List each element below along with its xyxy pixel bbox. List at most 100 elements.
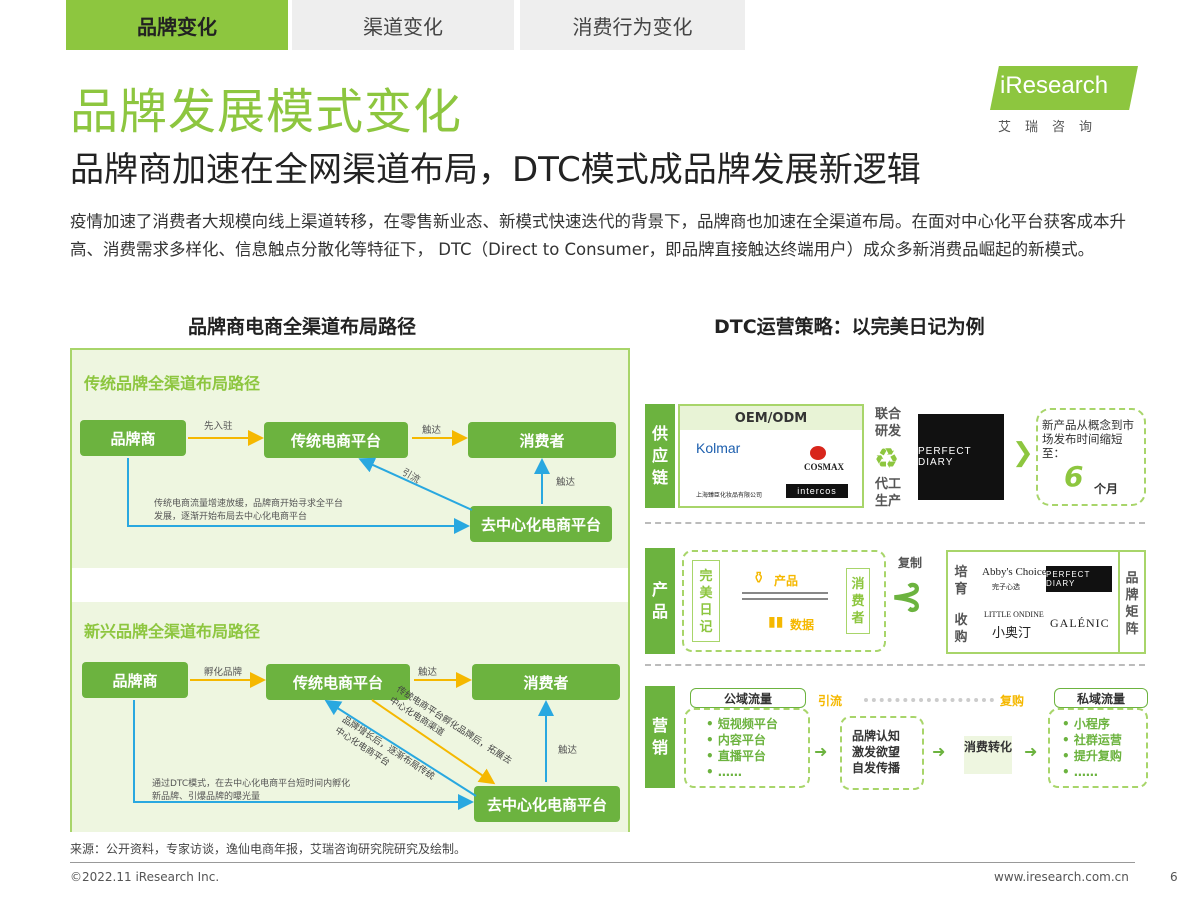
- brand-matrix-label: 品牌矩阵: [1125, 571, 1139, 637]
- two-way-arrow: [742, 590, 828, 602]
- emer-platform-box: 传统电商平台: [266, 664, 410, 700]
- galenic-logo: GALÉNIC: [1050, 616, 1110, 630]
- data-text: 数据: [790, 618, 815, 632]
- public-item-text: 短视频平台: [717, 717, 778, 731]
- public-traffic-box: [684, 708, 810, 788]
- little-ondine-logo: LITTLE ONDINE: [984, 610, 1044, 619]
- private-item-text: 小程序: [1073, 717, 1110, 731]
- arrow-right-icon: ➜: [932, 742, 946, 761]
- trad-reach-label-2: 触达: [556, 477, 576, 488]
- oem-produce-label: 代工生产: [874, 477, 901, 509]
- cosmax-logo: COSMAX: [804, 462, 844, 472]
- footer-url[interactable]: www.iresearch.com.cn: [994, 870, 1129, 884]
- copy-label: 复制: [898, 556, 923, 570]
- split-arrow-icon: ⊰: [890, 574, 924, 620]
- tab-brand-change[interactable]: 品牌变化: [66, 0, 288, 50]
- matrix-label-box: [1118, 550, 1146, 654]
- public-item-text: ……: [717, 765, 742, 779]
- private-item-text: 提升复购: [1073, 749, 1122, 763]
- pd-vertical-box: [692, 560, 720, 642]
- time-bubble-number: 6: [1064, 460, 1084, 493]
- mid-item: 品牌认知: [852, 729, 901, 743]
- intercos-logo: intercos: [786, 484, 848, 498]
- tab-channel-change[interactable]: 渠道变化: [292, 0, 514, 50]
- little-ondine-cn: 小奥汀: [992, 625, 1032, 640]
- bar-chart-icon: ▮▮: [768, 614, 784, 630]
- consumer-vertical-text: 消费者: [851, 577, 865, 626]
- traffic-dotted-arrow: [864, 698, 994, 702]
- consumption-convert-box: 消费转化: [964, 736, 1012, 774]
- public-item-text: 直播平台: [717, 749, 766, 763]
- footer-divider: [70, 862, 1135, 863]
- pd-vertical-text: 完美日记: [699, 569, 713, 635]
- emer-decentral-box: 去中心化电商平台: [474, 786, 620, 822]
- public-item: • 内容平台: [706, 733, 766, 747]
- recycle-icon: ♻: [874, 442, 900, 475]
- footer-copyright: ©2022.11 iResearch Inc.: [70, 870, 220, 884]
- guide-traffic-label: 引流: [818, 694, 843, 708]
- divider-2: [645, 664, 1145, 666]
- trad-brand-box: 品牌商: [80, 420, 186, 456]
- tab-consumer-behavior-change[interactable]: 消费行为变化: [520, 0, 745, 50]
- arrow-right-icon: ➜: [814, 742, 828, 761]
- acquire-label: 收购: [954, 613, 968, 645]
- abby-logo: Abby's Choice: [982, 566, 1047, 578]
- private-traffic-box: [1048, 708, 1148, 788]
- time-bubble-text: 新产品从概念到市场发布时间缩短至：: [1042, 418, 1134, 460]
- product-dash-box: [682, 550, 886, 652]
- cosmax-icon: [810, 446, 826, 460]
- trad-consumer-box: 消费者: [468, 422, 616, 458]
- private-item: • ……: [1062, 765, 1098, 779]
- emer-consumer-box: 消费者: [472, 664, 620, 700]
- public-item: • 短视频平台: [706, 717, 778, 731]
- emer-note: 通过DTC模式，在去中心化电商平台短时间内孵化新品牌、引爆品牌的曝光量: [152, 779, 351, 802]
- time-bubble: [1036, 408, 1146, 506]
- iresearch-logo: iResearch 艾瑞咨询: [990, 62, 1140, 135]
- trad-platform-box: 传统电商平台: [264, 422, 408, 458]
- logo-subtext: 艾瑞咨询: [998, 120, 1107, 135]
- bottle-icon: ⚱: [752, 568, 766, 587]
- logo-text: iResearch: [1000, 72, 1109, 99]
- trad-reach-label-1: 触达: [422, 425, 442, 436]
- perfect-diary-logo: PERFECT DIARY: [918, 414, 1004, 500]
- private-traffic-header: 私域流量: [1054, 688, 1148, 708]
- right-section-title: DTC运营策略：以完美日记为例: [714, 316, 985, 338]
- time-bubble-unit: 个月: [1094, 482, 1119, 496]
- emer-reach-label-1: 触达: [418, 667, 438, 678]
- emer-brand-box: 品牌商: [82, 662, 188, 698]
- flow-arrows: [127, 430, 554, 810]
- product-label: 产品: [645, 548, 675, 654]
- public-item: • ……: [706, 765, 742, 779]
- perfect-diary-small-logo: PERFECT DIARY: [1046, 566, 1112, 592]
- rnd-label: 联合研发: [874, 407, 901, 439]
- oem-header: OEM/ODM: [680, 406, 862, 430]
- consumer-vertical-box: [846, 568, 870, 634]
- page-title: 品牌发展模式变化: [70, 84, 463, 140]
- source-note: 来源：公开资料，专家访谈，逸仙电商年报，艾瑞咨询研究院研究及绘制。: [70, 842, 467, 856]
- channel-layout-panel: 传统品牌全渠道布局路径 品牌商 传统电商平台 消费者 去中心化电商平台 先入驻 …: [70, 348, 630, 832]
- public-items-list: • 短视频平台 • 内容平台 • 直播平台 • ……: [706, 716, 778, 780]
- left-section-title: 品牌商电商全渠道布局路径: [188, 316, 417, 338]
- logo-background: [990, 66, 1138, 110]
- kolmar-logo: Kolmar: [696, 440, 741, 456]
- private-item: • 小程序: [1062, 717, 1110, 731]
- abby-sub: 完子心选: [992, 583, 1020, 591]
- page-number: 6: [1170, 870, 1178, 884]
- public-item: • 直播平台: [706, 749, 766, 763]
- marketing-label: 营销: [645, 686, 675, 788]
- public-traffic-header: 公域流量: [690, 688, 806, 708]
- trad-note: 传统电商流量增速放缓，品牌商开始寻求全平台发展，逐渐开始布局去中心化电商平台: [154, 499, 344, 522]
- private-item-text: 社群运营: [1073, 733, 1122, 747]
- mid-items-list: 品牌认知 激发欲望 自发传播: [852, 728, 900, 776]
- supply-chain-label: 供应链: [645, 404, 675, 508]
- private-item: • 提升复购: [1062, 749, 1122, 763]
- emer-incubate-label: 孵化品牌: [204, 667, 243, 678]
- product-text: 产品: [774, 574, 799, 588]
- small-company-text: 上海臻臣化妆品有限公司: [696, 493, 763, 499]
- emer-reach-label-2: 触达: [558, 745, 578, 756]
- chevron-right-icon: ❯: [1012, 438, 1034, 468]
- traditional-heading: 传统品牌全渠道布局路径: [84, 374, 261, 393]
- emerging-heading: 新兴品牌全渠道布局路径: [84, 622, 261, 641]
- private-items-list: • 小程序 • 社群运营 • 提升复购 • ……: [1062, 716, 1122, 780]
- mid-item: 激发欲望: [852, 745, 901, 759]
